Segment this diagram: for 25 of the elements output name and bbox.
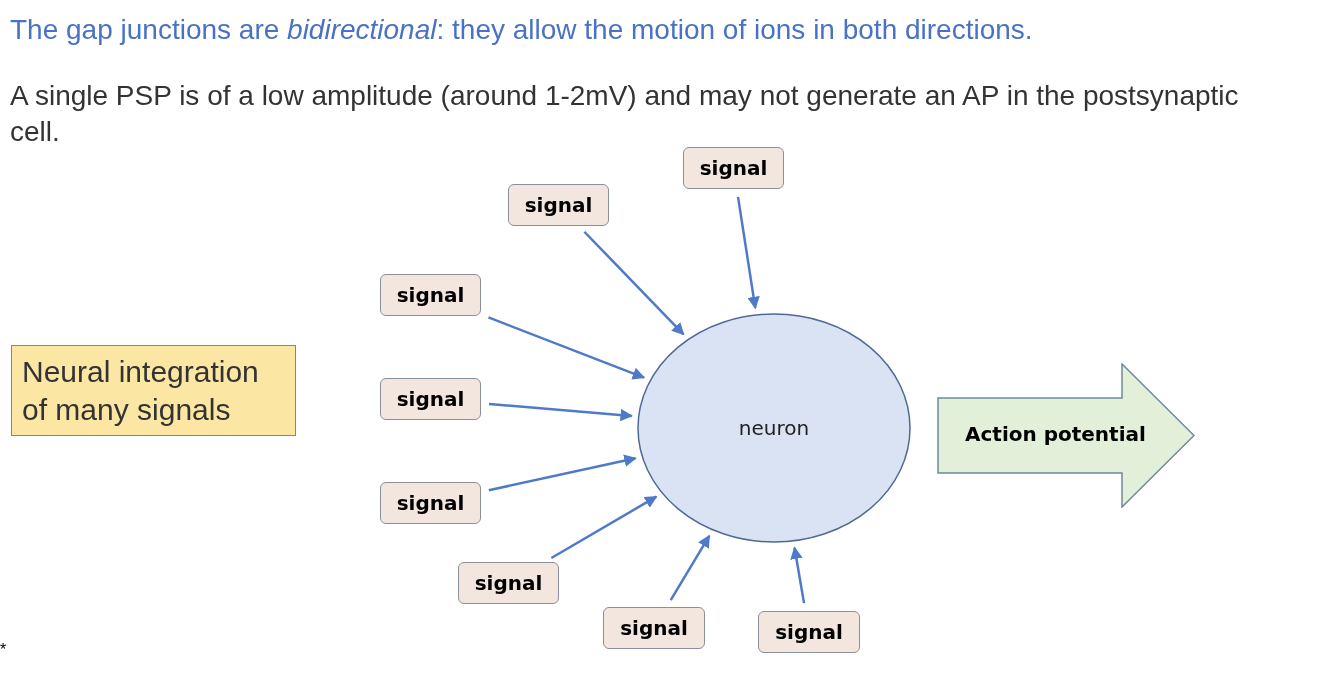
body-text: A single PSP is of a low amplitude (around 1-2mV) and may not generate an AP in the postsynaptic cell. [10,79,1240,149]
footnote-mark: * [0,640,8,660]
arrow [488,316,646,380]
neuron-ellipse [637,313,911,543]
signal-box: signal [380,274,481,316]
arrow [669,534,711,601]
label-heading: The gap junctions are bidirectional: they allow the motion of ions in both directions. [10,13,1034,47]
neuron-label: neuron [738,416,810,440]
signal-box: signal [603,607,705,649]
note-text: Neural integration of many signals [22,353,260,428]
block-arrow [937,363,1195,508]
arrow [736,196,760,310]
arrow [488,454,637,492]
signal-box: signal [380,378,481,420]
arrow [488,402,633,422]
arrow-label: Action potential [965,421,1146,446]
arrow [790,546,806,604]
note-box [11,345,296,436]
signal-box: signal [380,482,481,524]
signal-box: signal [758,611,860,653]
signal-box: signal [508,184,609,226]
arrow [583,230,685,336]
signal-box: signal [683,147,784,189]
arrow [550,495,658,560]
signal-box: signal [458,562,559,604]
